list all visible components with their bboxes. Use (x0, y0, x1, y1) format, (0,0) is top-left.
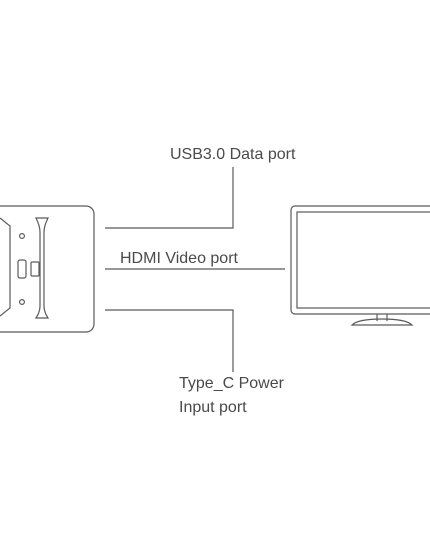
connection-lines (105, 167, 285, 372)
typec-label-line2: Input port (179, 399, 247, 416)
typec-port-label: Type_C Power Input port (179, 372, 284, 420)
usb-line (105, 167, 234, 229)
monitor-stand-base (350, 318, 414, 326)
dock-body (0, 205, 95, 333)
dock-hdmi-port (30, 261, 40, 277)
usb-port-label: USB3.0 Data port (170, 146, 296, 163)
typec-line (105, 309, 234, 372)
monitor-bezel (290, 205, 430, 315)
monitor (290, 205, 430, 326)
monitor-screen (296, 211, 430, 309)
dock-device (0, 205, 95, 333)
typec-label-line1: Type_C Power (179, 375, 284, 392)
dock-screw-top (19, 233, 26, 240)
hdmi-port-label: HDMI Video port (120, 250, 238, 267)
monitor-neck (376, 314, 388, 321)
dock-side-rail (34, 217, 50, 319)
dock-usb-c-port (17, 259, 27, 279)
dock-connector-plate (0, 217, 11, 317)
dock-screw-bottom (19, 299, 26, 306)
